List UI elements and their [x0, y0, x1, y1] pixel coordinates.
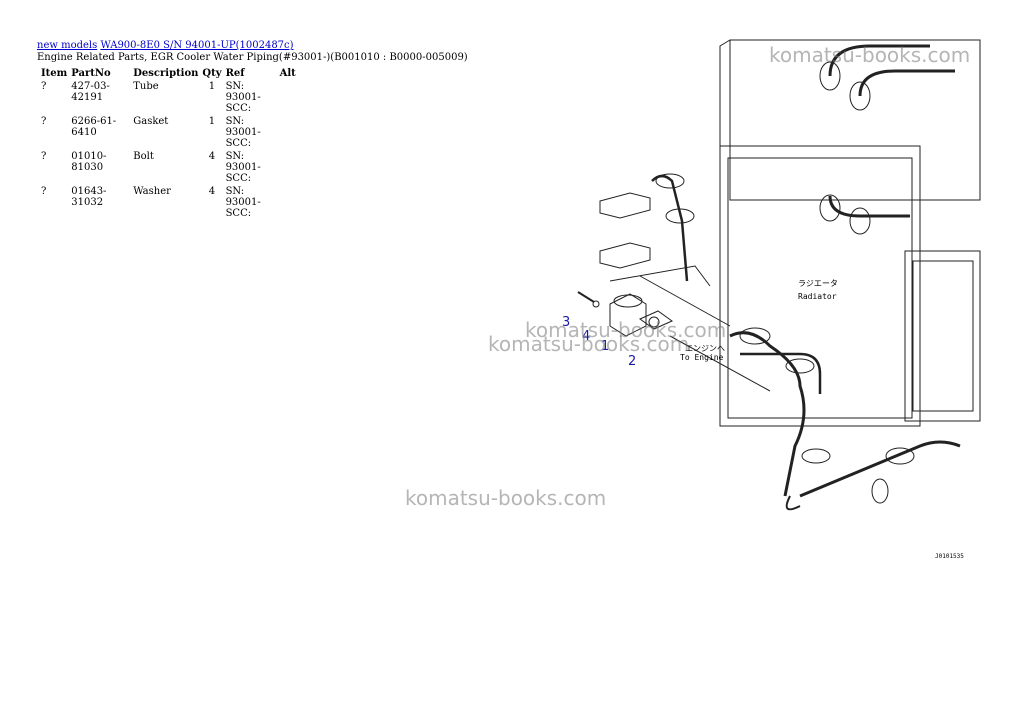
lower-clamp-2: [785, 358, 815, 374]
cell-ref: SN: 93001-SCC:: [225, 116, 261, 149]
cell-description: Bolt: [133, 151, 154, 162]
radiator-label-jp: ラジエータ: [798, 279, 838, 288]
cell-alt: [278, 185, 302, 220]
bracket-upper: [599, 192, 651, 219]
cell-item: ?: [41, 186, 47, 197]
pipe-end-2: [849, 81, 871, 111]
table-row: ? 01643-31032 Washer 4 SN: 93001-SCC:: [37, 185, 302, 220]
cell-description: Washer: [133, 186, 171, 197]
gasket-part: [638, 310, 674, 330]
radiator-core: [719, 145, 921, 427]
tube-part-end: [613, 294, 643, 308]
upper-housing-edge: [719, 39, 731, 186]
cell-qty: 1: [208, 116, 216, 127]
header-partno: PartNo: [71, 67, 111, 79]
cell-description: Gasket: [133, 116, 169, 127]
cell-alt: [278, 115, 302, 150]
engine-label-jp: エンジンへ: [685, 344, 725, 353]
header-item: Item: [41, 67, 68, 79]
mid-pipe-end-2: [849, 207, 871, 235]
page-title: Engine Related Parts, EGR Cooler Water P…: [37, 52, 468, 63]
header-ref: Ref: [225, 67, 245, 79]
leader-line: [609, 265, 711, 287]
radiator-label-en: Radiator: [798, 292, 837, 301]
cell-ref: SN: 93001-SCC:: [225, 186, 261, 219]
parts-table: Item PartNo Description Qty Ref Alt ? 42…: [37, 66, 302, 220]
cell-qty: 4: [208, 186, 216, 197]
mid-pipe: [828, 195, 910, 218]
cell-qty: 4: [208, 151, 216, 162]
mid-pipe-end: [819, 194, 841, 222]
cell-qty: 1: [208, 81, 216, 92]
breadcrumb: new models WA900-8E0 S/N 94001-UP(100248…: [37, 40, 294, 52]
engine-label-en: To Engine: [680, 353, 724, 362]
bracket-lower: [599, 242, 651, 269]
breadcrumb-link-new-models[interactable]: new models: [37, 40, 98, 51]
callout-2[interactable]: 2: [628, 354, 636, 369]
bottom-pipe-bend: [785, 495, 801, 511]
header-qty: Qty: [202, 67, 222, 79]
cell-alt: [278, 80, 302, 115]
table-header-row: Item PartNo Description Qty Ref Alt: [37, 66, 302, 80]
cell-description: Tube: [133, 81, 159, 92]
parts-diagram: ラジエータ Radiator エンジンへ To Engine J0101535 …: [562, 39, 981, 560]
cell-alt: [278, 150, 302, 185]
table-row: ? 6266-61-6410 Gasket 1 SN: 93001-SCC:: [37, 115, 302, 150]
lower-pipe-2: [740, 352, 822, 394]
vertical-pipe: [651, 174, 689, 282]
cell-partno: 01010-81030: [71, 151, 107, 173]
cell-partno: 01643-31032: [71, 186, 107, 208]
radiator-core-inner: [727, 157, 913, 419]
pipe-clamp-1: [665, 208, 695, 224]
radiator-side-tank-inner: [912, 260, 974, 412]
breadcrumb-link-model[interactable]: WA900-8E0 S/N 94001-UP(1002487c): [100, 40, 294, 51]
bottom-pipe-end: [871, 478, 889, 504]
cell-partno: 6266-61-6410: [71, 116, 117, 138]
lower-clamp-1: [739, 327, 771, 345]
header-description: Description: [133, 67, 199, 79]
watermark-mid-2: komatsu-books.com: [488, 332, 690, 356]
watermark-bottom: komatsu-books.com: [405, 486, 607, 510]
callout-4[interactable]: 4: [582, 329, 590, 344]
engine-arrow: [669, 335, 771, 392]
tube-part: [609, 293, 647, 337]
pipe-end: [819, 61, 841, 91]
watermark-top: komatsu-books.com: [769, 43, 971, 67]
callout-3[interactable]: 3: [562, 315, 570, 330]
cell-item: ?: [41, 151, 47, 162]
diagram-code: J0101535: [935, 553, 964, 560]
pipe-clamp-2: [655, 173, 685, 189]
table-row: ? 01010-81030 Bolt 4 SN: 93001-SCC:: [37, 150, 302, 185]
radiator-side-tank: [904, 250, 981, 422]
callout-1[interactable]: 1: [601, 339, 609, 354]
cell-ref: SN: 93001-SCC:: [225, 81, 261, 114]
bolt-part: [577, 291, 595, 303]
cell-partno: 427-03-42191: [71, 81, 110, 103]
upper-pipe-2: [858, 69, 955, 97]
lower-pipe: [729, 331, 806, 497]
header-alt: Alt: [279, 67, 296, 79]
table-row: ? 427-03-42191 Tube 1 SN: 93001-SCC:: [37, 80, 302, 115]
upper-pipe: [828, 44, 930, 77]
bottom-clamp: [885, 447, 915, 465]
watermark-mid-1: komatsu-books.com: [525, 318, 727, 342]
cell-item: ?: [41, 81, 47, 92]
cell-item: ?: [41, 116, 47, 127]
bottom-pipe: [799, 440, 961, 498]
washer-part: [592, 300, 600, 308]
upper-housing: [729, 39, 981, 201]
leader-line-2: [639, 275, 731, 327]
lower-clamp-3: [801, 448, 831, 464]
cell-ref: SN: 93001-SCC:: [225, 151, 261, 184]
gasket-hole: [648, 316, 660, 328]
